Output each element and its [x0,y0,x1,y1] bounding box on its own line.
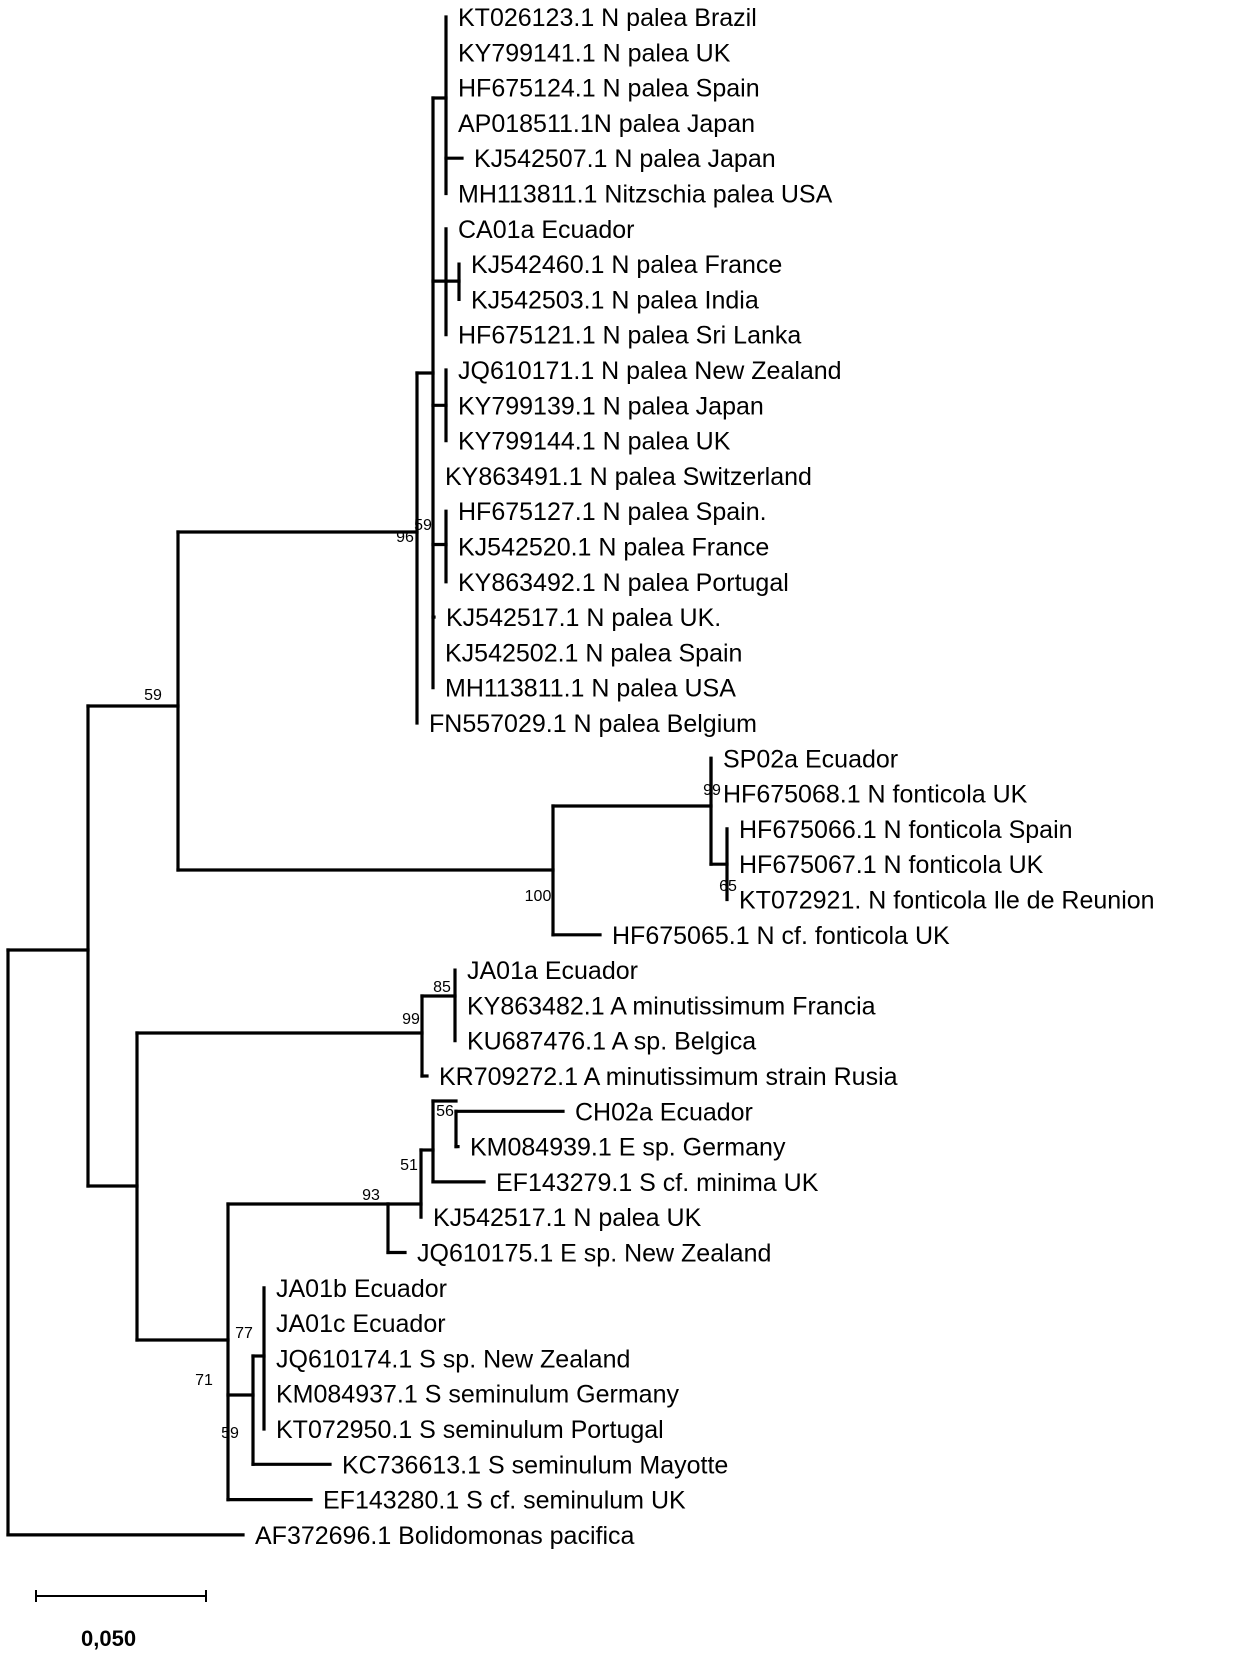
bootstrap-value: 51 [400,1157,418,1174]
taxon-label: EF143279.1 S cf. minima UK [496,1169,819,1197]
taxon-label: KJ542502.1 N palea Spain [445,639,742,667]
taxon-label: KM084937.1 S seminulum Germany [276,1381,679,1409]
taxon-label: JQ610175.1 E sp. New Zealand [417,1240,771,1268]
taxon-label: KJ542517.1 N palea UK. [446,604,721,632]
taxon-label: KC736613.1 S seminulum Mayotte [342,1451,728,1479]
bootstrap-value: 59 [221,1425,239,1442]
taxon-label: HF675065.1 N cf. fonticola UK [612,922,950,950]
taxon-label: CA01a Ecuador [458,216,635,244]
bootstrap-value: 71 [195,1372,213,1389]
bootstrap-value: 65 [719,878,737,895]
taxon-label: CH02a Ecuador [575,1098,753,1126]
taxon-label: KY799141.1 N palea UK [458,39,731,67]
bootstrap-value: 59 [414,517,432,534]
scale-bar-group: 0,050 [35,1590,207,1651]
taxon-label: KR709272.1 A minutissimum strain Rusia [439,1063,898,1091]
taxon-label: KT026123.1 N palea Brazil [458,4,757,32]
bootstrap-value: 85 [433,979,451,996]
taxon-label: HF675068.1 N fonticola UK [723,781,1028,809]
taxon-label: KJ542520.1 N palea France [458,534,769,562]
taxon-label: KT072950.1 S seminulum Portugal [276,1416,664,1444]
tree-branches [6,15,729,1537]
taxon-label: HF675067.1 N fonticola UK [739,851,1044,879]
bootstrap-value: 77 [235,1325,253,1342]
taxon-label: JA01b Ecuador [276,1275,447,1303]
taxon-label: KY863482.1 A minutissimum Francia [467,992,876,1020]
taxon-label: AP018511.1N palea Japan [458,110,755,138]
taxon-label: FN557029.1 N palea Belgium [429,710,757,738]
taxon-label: MH113811.1 Nitzschia palea USA [458,181,833,209]
taxon-label: HF675124.1 N palea Spain [458,75,760,103]
taxon-label: KY799144.1 N palea UK [458,428,731,456]
taxon-label: JQ610174.1 S sp. New Zealand [276,1345,630,1373]
bootstrap-value: 56 [436,1103,454,1120]
bootstrap-value: 99 [402,1011,420,1028]
bootstrap-value: 93 [362,1187,380,1204]
bootstrap-value: 99 [703,782,721,799]
taxon-label: MH113811.1 N palea USA [445,675,736,703]
bootstrap-value: 100 [525,888,552,905]
taxon-label: HF675127.1 N palea Spain. [458,498,767,526]
taxon-label: JQ610171.1 N palea New Zealand [458,357,842,385]
bootstrap-value: 59 [144,687,162,704]
taxon-label: KJ542503.1 N palea India [471,286,759,314]
taxon-label: KT072921. N fonticola Ile de Reunion [739,887,1155,915]
taxon-label: KY863492.1 N palea Portugal [458,569,789,597]
taxon-label: KY799139.1 N palea Japan [458,392,764,420]
taxon-label: JA01a Ecuador [467,957,638,985]
taxon-label: HF675121.1 N palea Sri Lanka [458,322,801,350]
taxon-label: AF372696.1 Bolidomonas pacifica [255,1522,635,1550]
scale-bar-label: 0,050 [81,1626,136,1651]
taxon-label: KJ542517.1 N palea UK [433,1204,702,1232]
taxon-label: SP02a Ecuador [723,745,898,773]
taxon-label: KY863491.1 N palea Switzerland [445,463,812,491]
taxon-label: KM084939.1 E sp. Germany [470,1134,786,1162]
bootstrap-value: 96 [396,529,414,546]
taxon-label: KU687476.1 A sp. Belgica [467,1028,756,1056]
taxon-label: JA01c Ecuador [276,1310,446,1338]
taxon-label: KJ542507.1 N palea Japan [474,145,776,173]
taxon-label: EF143280.1 S cf. seminulum UK [323,1487,686,1515]
taxon-label: KJ542460.1 N palea France [471,251,782,279]
taxon-label: HF675066.1 N fonticola Spain [739,816,1073,844]
